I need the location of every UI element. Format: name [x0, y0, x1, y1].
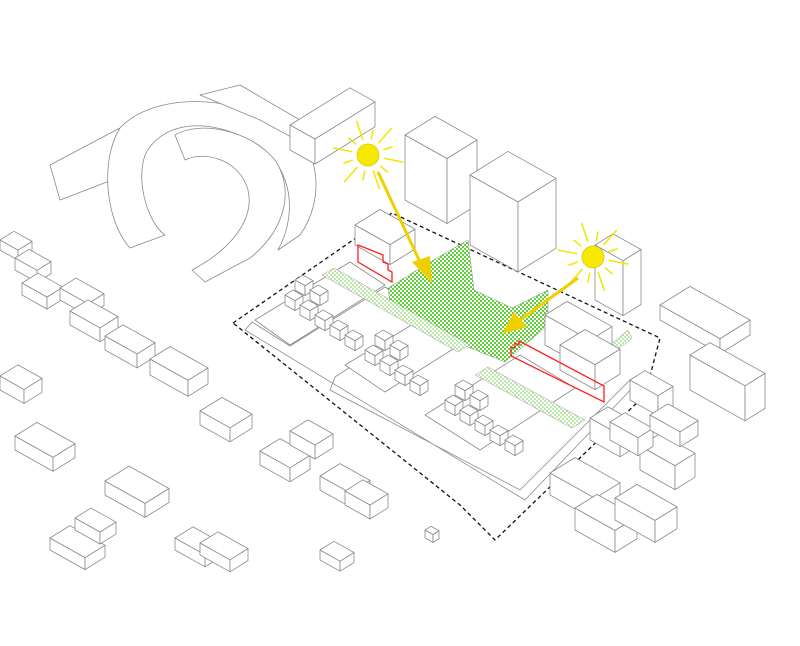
sun-ray: [607, 248, 618, 253]
green-strip: [321, 267, 471, 353]
building-roof: [344, 329, 364, 342]
building-roof: [329, 319, 349, 332]
sun-ray: [343, 166, 358, 183]
building-roof: [394, 364, 414, 377]
building-roof: [49, 525, 106, 558]
sun-ray: [568, 261, 579, 266]
buildings: [0, 87, 766, 573]
building-roof: [424, 525, 440, 535]
sun-ray: [343, 159, 354, 164]
building-roof: [549, 457, 621, 499]
sun-ray: [608, 259, 629, 265]
sun-ray: [379, 165, 388, 173]
building-roof: [649, 403, 699, 433]
building-roof: [344, 479, 389, 506]
building-roof: [409, 374, 429, 387]
building-roof: [14, 421, 76, 458]
sun-ray: [587, 272, 591, 283]
sun-icon: [332, 120, 404, 190]
building-roof: [364, 344, 384, 357]
building-roof: [149, 346, 209, 381]
sun-ray: [557, 249, 578, 255]
sun-ray: [370, 129, 374, 140]
building-roof: [454, 379, 474, 392]
building-roof: [284, 289, 304, 302]
highlight-facade: [357, 244, 393, 284]
building-roof: [614, 483, 678, 521]
building-roof: [559, 329, 621, 366]
sunlight-arrow: [376, 171, 432, 283]
building-roof: [389, 339, 409, 352]
sunlight-arrow: [502, 276, 579, 334]
building-roof: [299, 299, 319, 312]
building-roof: [489, 424, 509, 437]
sun-ray: [603, 229, 618, 246]
building-roof: [294, 274, 314, 287]
sun-ray: [597, 271, 606, 292]
building-roof: [199, 396, 253, 429]
building-roof: [0, 364, 43, 390]
building-roof: [404, 116, 478, 159]
sun-disc: [581, 245, 605, 269]
building-roof: [74, 507, 117, 533]
building-roof: [469, 389, 489, 402]
building-roof: [289, 87, 376, 140]
building-roof: [309, 284, 329, 297]
sun-ray: [362, 170, 366, 181]
sun-ray: [595, 231, 599, 242]
building-roof: [594, 233, 642, 262]
building-roof: [69, 299, 119, 329]
building-roof: [104, 324, 156, 355]
building-roof: [319, 540, 355, 562]
building-roof: [314, 309, 334, 322]
building-roof: [459, 404, 479, 417]
building-roof: [544, 300, 613, 341]
building-roof: [659, 285, 751, 340]
building-roof: [289, 419, 334, 446]
building-roof: [14, 248, 52, 271]
sun-ray: [573, 239, 582, 247]
building-roof: [379, 354, 399, 367]
highlight-facade: [510, 339, 605, 404]
building-roof: [354, 209, 416, 246]
crescent-building: [49, 84, 331, 283]
building-roof: [199, 531, 249, 561]
building-roof: [104, 465, 170, 504]
sun-ray: [382, 146, 393, 151]
sun-ray: [332, 147, 353, 153]
sun-ray: [383, 157, 404, 163]
sun-ray: [604, 267, 613, 275]
sun-ray: [348, 137, 357, 145]
sun-ray: [580, 222, 589, 243]
sun-ray: [378, 127, 393, 144]
sun-icon: [557, 222, 629, 292]
building-roof: [444, 394, 464, 407]
sun-ray: [355, 120, 364, 141]
building-roof: [59, 277, 105, 305]
building-roof: [374, 329, 394, 342]
building-roof: [689, 342, 766, 387]
green-strip: [474, 366, 586, 429]
sun-ray: [372, 169, 381, 190]
building-roof: [0, 230, 33, 251]
building-roof: [474, 414, 494, 427]
building-roof: [504, 434, 524, 447]
building-roof: [629, 370, 674, 397]
sun-disc: [356, 143, 380, 167]
building-roof: [469, 151, 557, 203]
